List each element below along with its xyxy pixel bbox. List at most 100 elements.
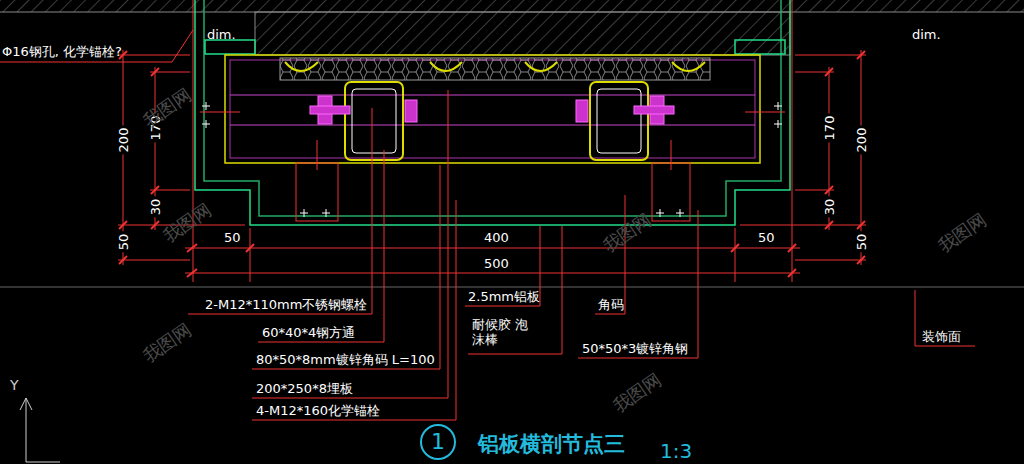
dimension-lines	[119, 256, 127, 264]
aluminum-panel	[204, 0, 781, 216]
cross-mark	[656, 209, 684, 217]
bolt	[576, 100, 588, 122]
leader-line	[0, 30, 975, 420]
angle-bracket	[285, 62, 318, 71]
extension-lines	[118, 55, 190, 56]
leader-line	[188, 108, 372, 314]
callout-note: 80*50*8mm镀锌角码 L=100	[256, 352, 435, 367]
extension-lines	[740, 225, 866, 226]
dimension-lines	[185, 248, 800, 249]
extension-lines	[250, 228, 251, 282]
aluminum-panel	[735, 40, 785, 54]
dimension-lines	[857, 256, 865, 264]
dimension-lines	[151, 221, 159, 229]
y-axis	[26, 462, 60, 463]
dimension-lines	[825, 221, 833, 229]
dimension: 500	[482, 256, 511, 271]
concrete-structure	[255, 12, 790, 55]
callout-note: 50*50*3镀锌角钢	[582, 341, 688, 356]
steel-tube	[597, 89, 641, 153]
anchor-bolt	[671, 140, 672, 170]
concrete-structure	[0, 287, 1024, 288]
steel-frame	[230, 95, 755, 96]
aluminum-panel	[195, 0, 790, 225]
callout-note: 200*250*8埋板	[256, 381, 353, 396]
dimension-lines	[788, 244, 796, 252]
leader-line	[252, 165, 440, 369]
anchor-bolt	[317, 140, 318, 170]
anchor-bolt	[200, 112, 240, 113]
dimension: 50	[756, 230, 777, 245]
cross-mark	[774, 102, 782, 128]
angle-bracket	[672, 62, 705, 71]
callout-note: Φ16钢孔, 化学锚栓?	[2, 44, 122, 59]
dimension-lines	[187, 269, 197, 277]
dimension: 50	[854, 232, 869, 253]
dimension-lines	[857, 51, 865, 59]
bolt	[405, 100, 417, 122]
dimension-lines	[185, 273, 800, 274]
cross-mark	[300, 209, 330, 217]
dimension: 50	[116, 232, 131, 253]
anchor-bolt	[296, 163, 338, 221]
dimension-lines	[119, 50, 865, 277]
angle-bracket	[430, 62, 462, 71]
dimension: 30	[822, 197, 837, 218]
steel-tube	[345, 82, 403, 160]
callout-note: 耐候胶 泡沫棒	[472, 317, 532, 347]
dimension-lines	[119, 51, 865, 277]
node-text: 1	[431, 430, 445, 454]
dim-note: dim.	[912, 27, 941, 42]
dimension: 400	[482, 230, 511, 245]
drawing-title: 铝板横剖节点三	[478, 431, 625, 457]
steel-tube	[590, 82, 648, 160]
leader-line	[252, 90, 448, 398]
steel-frame	[225, 55, 760, 163]
y-axis	[20, 398, 32, 410]
dimension: 200	[854, 126, 869, 155]
anchor-bolt	[745, 112, 785, 113]
dimension-lines	[825, 186, 833, 194]
callout-note: 装饰面	[922, 329, 961, 344]
dimension: 50	[222, 230, 243, 245]
steel-frame	[225, 55, 760, 163]
anchor-bolt	[200, 112, 785, 221]
steel-frame	[230, 125, 755, 126]
angle-bracket	[525, 62, 557, 71]
aluminum-panel	[205, 40, 255, 54]
extension-lines	[193, 0, 194, 282]
leader-line	[0, 30, 193, 62]
leader-line	[465, 226, 540, 306]
dimension-lines	[857, 221, 865, 229]
angle-bracket	[285, 62, 705, 71]
scale-text: 1:3	[660, 440, 692, 462]
aluminum-panel	[195, 0, 790, 225]
leader-line	[595, 195, 625, 314]
dimension: 200	[116, 126, 131, 155]
cross-mark	[202, 102, 782, 217]
extension-lines	[118, 260, 190, 261]
callout-note: 4-M12*160化学锚栓	[256, 403, 380, 418]
leader-line	[578, 210, 698, 358]
dimension-lines	[731, 244, 739, 252]
extension-lines	[118, 0, 866, 282]
extension-lines	[795, 260, 866, 261]
dimension: 170	[822, 114, 837, 143]
leader-line	[468, 226, 562, 354]
anchor-bolt	[652, 163, 690, 221]
dimension-lines	[151, 186, 159, 194]
concrete-structure	[0, 0, 1024, 12]
callout-note: 60*40*4钢方通	[262, 325, 355, 340]
dimension-lines	[825, 68, 833, 76]
y-axis	[26, 398, 27, 462]
dimension-lines	[187, 244, 197, 252]
concrete-structure	[0, 0, 1024, 287]
dimension: 30	[148, 197, 163, 218]
extension-lines	[795, 55, 866, 56]
bolt	[310, 96, 674, 124]
callout-note: 2-M12*110mm不锈钢螺栓	[205, 297, 367, 312]
callout-note: 2.5mm铝板	[468, 289, 540, 304]
leader-line	[258, 150, 384, 342]
callout-note: 角码	[598, 297, 624, 312]
